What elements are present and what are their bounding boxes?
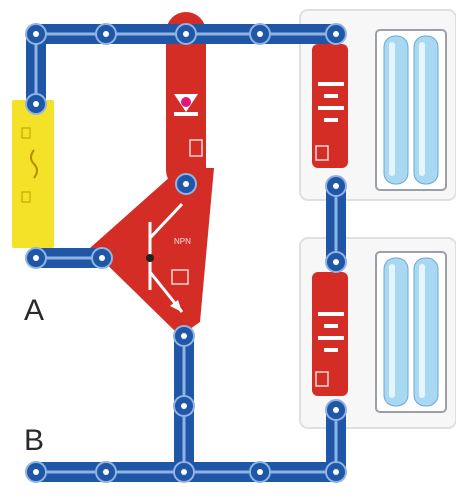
battery-cell (383, 257, 409, 407)
battery-pack-bottom (312, 272, 348, 396)
yellow-component (12, 100, 54, 248)
point-a-label: A (24, 294, 45, 327)
point-b-label: B (24, 424, 45, 457)
led (166, 12, 206, 190)
battery-cell (383, 35, 409, 185)
transistor: NPN (90, 168, 214, 336)
transistor-marking: NPN (174, 237, 191, 246)
battery-pack-top (312, 44, 348, 168)
battery-cell (413, 35, 439, 185)
battery-cell (413, 257, 439, 407)
